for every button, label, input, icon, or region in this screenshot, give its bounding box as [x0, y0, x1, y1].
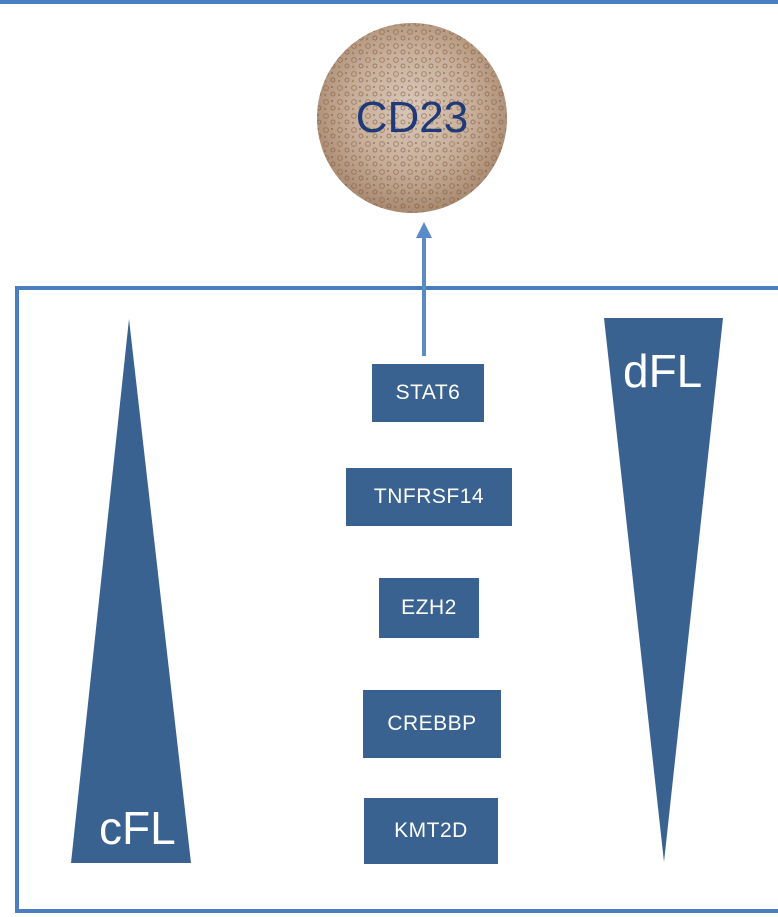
cd23-label: CD23 — [355, 93, 469, 142]
gene-box-kmt2d: KMT2D — [364, 798, 498, 864]
arrow-head — [416, 222, 432, 238]
cd23-stain-image — [317, 23, 507, 213]
top-border — [0, 0, 778, 4]
right-wedge — [604, 318, 723, 862]
cfl-label: cFL — [99, 802, 176, 854]
gene-box-crebbp: CREBBP — [363, 690, 501, 758]
diagram-frame — [15, 286, 778, 913]
gene-box-tnfrsf14: TNFRSF14 — [346, 468, 512, 526]
gene-box-stat6: STAT6 — [372, 364, 484, 422]
left-wedge — [71, 319, 191, 863]
gene-box-ezh2: EZH2 — [379, 578, 479, 638]
dfl-label: dFL — [623, 345, 703, 397]
